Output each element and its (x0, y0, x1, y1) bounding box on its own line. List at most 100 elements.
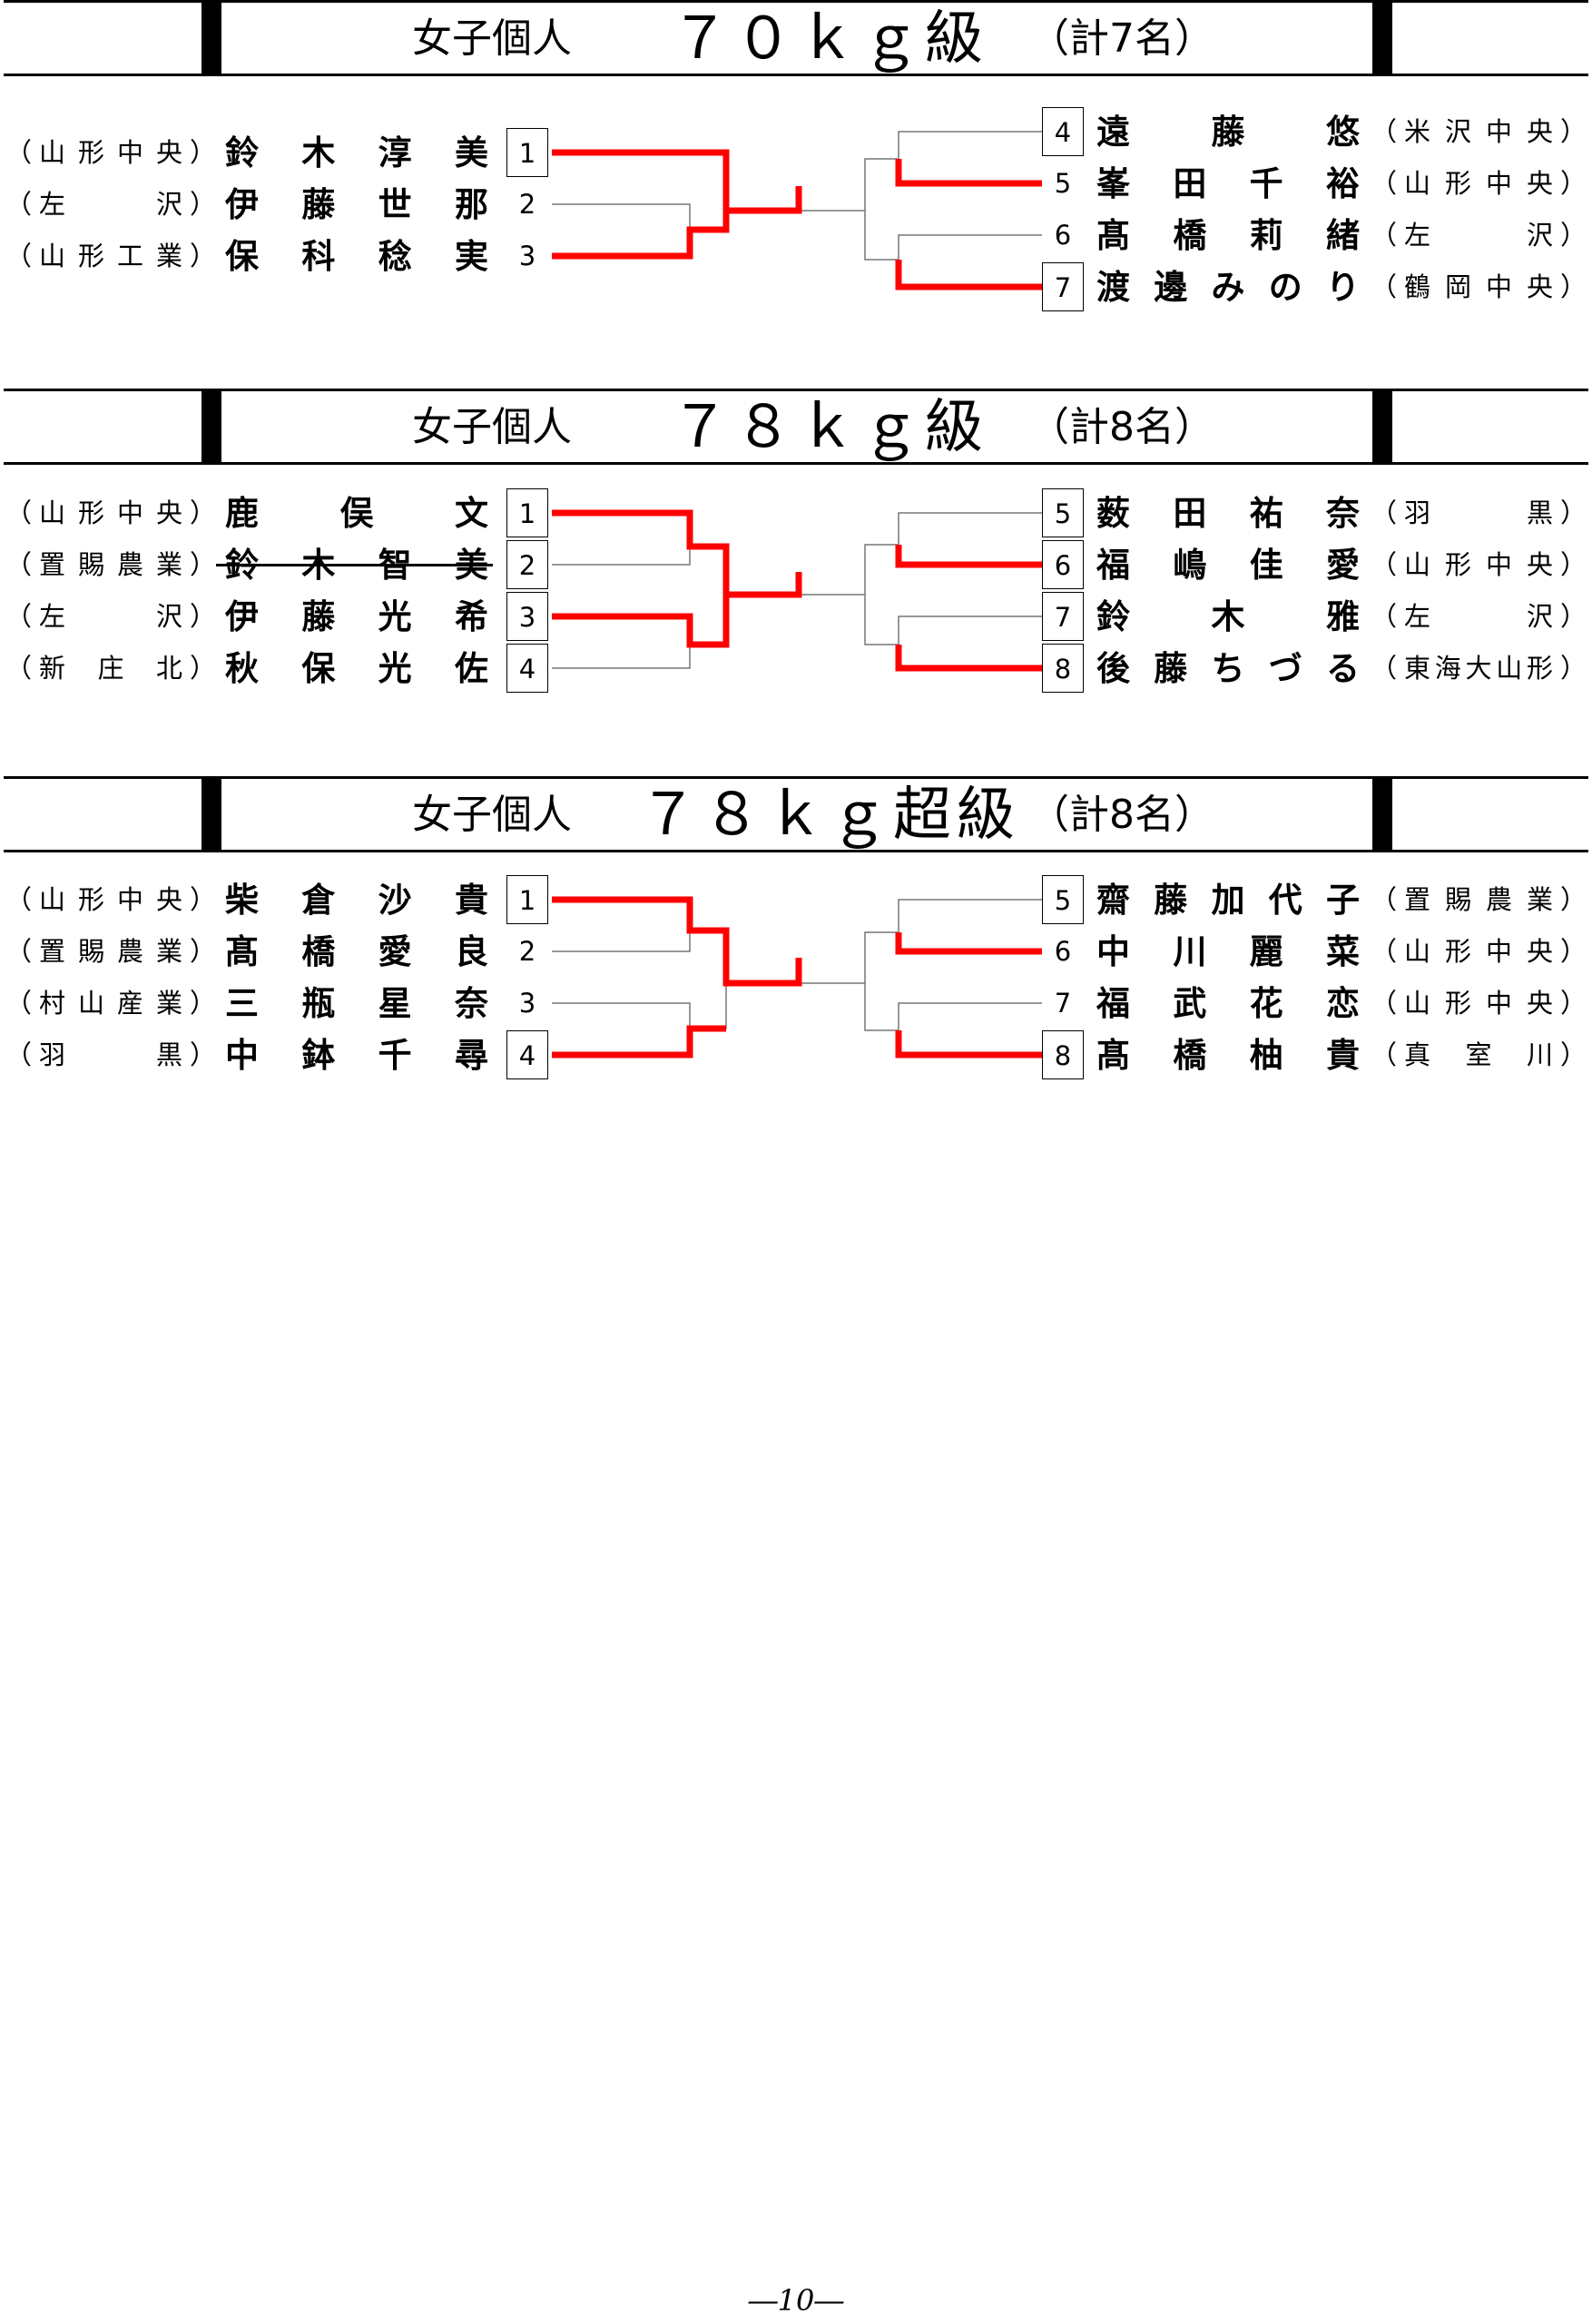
player-name: 保科稔実 (225, 236, 488, 276)
school-text: 山形中央 (39, 137, 182, 168)
school-text: 東海大山形 (1404, 653, 1553, 684)
seed-number: 6 (1054, 936, 1072, 967)
seed-number: 8 (1042, 644, 1084, 693)
header-bar-right (1372, 391, 1392, 462)
bracket-section: 女子個人 ７０ｋｇ級 （計7名） (0, 0, 1592, 363)
player-name: 峯田千裕 (1096, 163, 1360, 203)
school-name: （置賜農業） (1371, 874, 1587, 925)
weight-class: ７０ｋｇ級 (671, 5, 988, 73)
bracket-winner-line (895, 932, 1042, 955)
school-text: 山形中央 (1404, 549, 1553, 580)
bracket-line (552, 931, 691, 952)
bracket-winner-line (552, 1025, 726, 1059)
school-text: 置賜農業 (39, 549, 182, 580)
seed-number: 1 (506, 875, 548, 924)
school-text: 置賜農業 (1404, 884, 1553, 915)
school-text: 米沢中央 (1404, 116, 1553, 147)
school-name: （山形中央） (1371, 158, 1587, 209)
weight-class: ７８ｋｇ級 (671, 394, 988, 461)
bracket-line (552, 645, 691, 669)
school-text: 左沢 (1404, 601, 1553, 632)
bracket-line (552, 547, 691, 566)
header-bar-left (201, 391, 221, 462)
bracket-winner-line (552, 509, 802, 598)
entrant-right: 8 髙橋柚貴 （真室川） (1035, 1029, 1588, 1080)
school-name: （山形中央） (5, 874, 216, 925)
seed-number: 4 (1042, 107, 1084, 156)
school-name: （置賜農業） (5, 539, 216, 590)
seed-number: 5 (1042, 488, 1084, 537)
player-name: 三瓶星奈 (225, 983, 488, 1023)
weight-class: ７８ｋｇ超級 (639, 782, 1020, 849)
player-name: 齋藤加代子 (1096, 880, 1360, 920)
school-text: 山形中央 (39, 884, 182, 915)
school-text: 羽黒 (39, 1039, 182, 1070)
school-name: （村山産業） (5, 978, 216, 1029)
school-name: （羽黒） (1371, 487, 1587, 538)
player-name: 中鉢千尋 (225, 1035, 488, 1075)
school-name: （米沢中央） (1371, 106, 1587, 157)
school-name: （左沢） (5, 179, 216, 230)
seed-number: 1 (506, 488, 548, 537)
entrant-right: 7 渡邊みのり （鶴岡中央） (1035, 261, 1588, 312)
entrant-left: （山形中央）柴倉沙貴 1 (0, 874, 563, 925)
seed-number: 3 (506, 592, 548, 641)
player-name: 福嶋佳愛 (1096, 545, 1360, 585)
entrant-left: （山形中央）鹿俣文 1 (0, 487, 563, 538)
player-name: 鈴木雅 (1096, 596, 1360, 636)
school-text: 真室川 (1404, 1039, 1553, 1070)
player-name: 柴倉沙貴 (225, 880, 488, 920)
seed-number: 3 (518, 241, 536, 271)
bracket-line (552, 203, 691, 230)
bracket-winner-line (895, 545, 1042, 568)
bracket-winner-line (552, 595, 730, 648)
header-bar-right (1372, 779, 1392, 850)
seed-number: 7 (1054, 988, 1072, 1019)
school-name: （山形中央） (1371, 926, 1587, 977)
bracket-winner-line (552, 896, 802, 987)
seed-number: 7 (1042, 592, 1084, 641)
school-text: 山形中央 (1404, 988, 1553, 1019)
school-name: （羽黒） (5, 1029, 216, 1080)
player-name: 鹿俣文 (225, 493, 488, 533)
section-header: 女子個人 ７０ｋｇ級 （計7名） (4, 0, 1588, 76)
school-text: 置賜農業 (39, 936, 182, 967)
seed-number: 7 (1042, 262, 1084, 311)
school-name: （真室川） (1371, 1029, 1587, 1080)
school-name: （東海大山形） (1371, 643, 1587, 694)
seed-number: 8 (1042, 1030, 1084, 1079)
school-text: 山形中央 (1404, 936, 1553, 967)
player-name: 鈴木淳美 (225, 133, 488, 172)
school-name: （山形中央） (5, 487, 216, 538)
section-category: 女子個人 (412, 15, 572, 62)
player-name: 後藤ちづる (1096, 648, 1360, 688)
school-name: （新庄北） (5, 643, 216, 694)
seed-number: 2 (518, 189, 536, 220)
school-name: （鶴岡中央） (1371, 261, 1587, 312)
entrant-right: 8 後藤ちづる （東海大山形） (1035, 643, 1588, 694)
player-name: 髙橋柚貴 (1096, 1035, 1360, 1075)
player-name: 渡邊みのり (1096, 267, 1360, 307)
school-name: （左沢） (5, 591, 216, 642)
player-name: 遠藤悠 (1096, 112, 1360, 152)
entrant-count: （計7名） (1029, 15, 1214, 62)
school-text: 鶴岡中央 (1404, 271, 1553, 302)
